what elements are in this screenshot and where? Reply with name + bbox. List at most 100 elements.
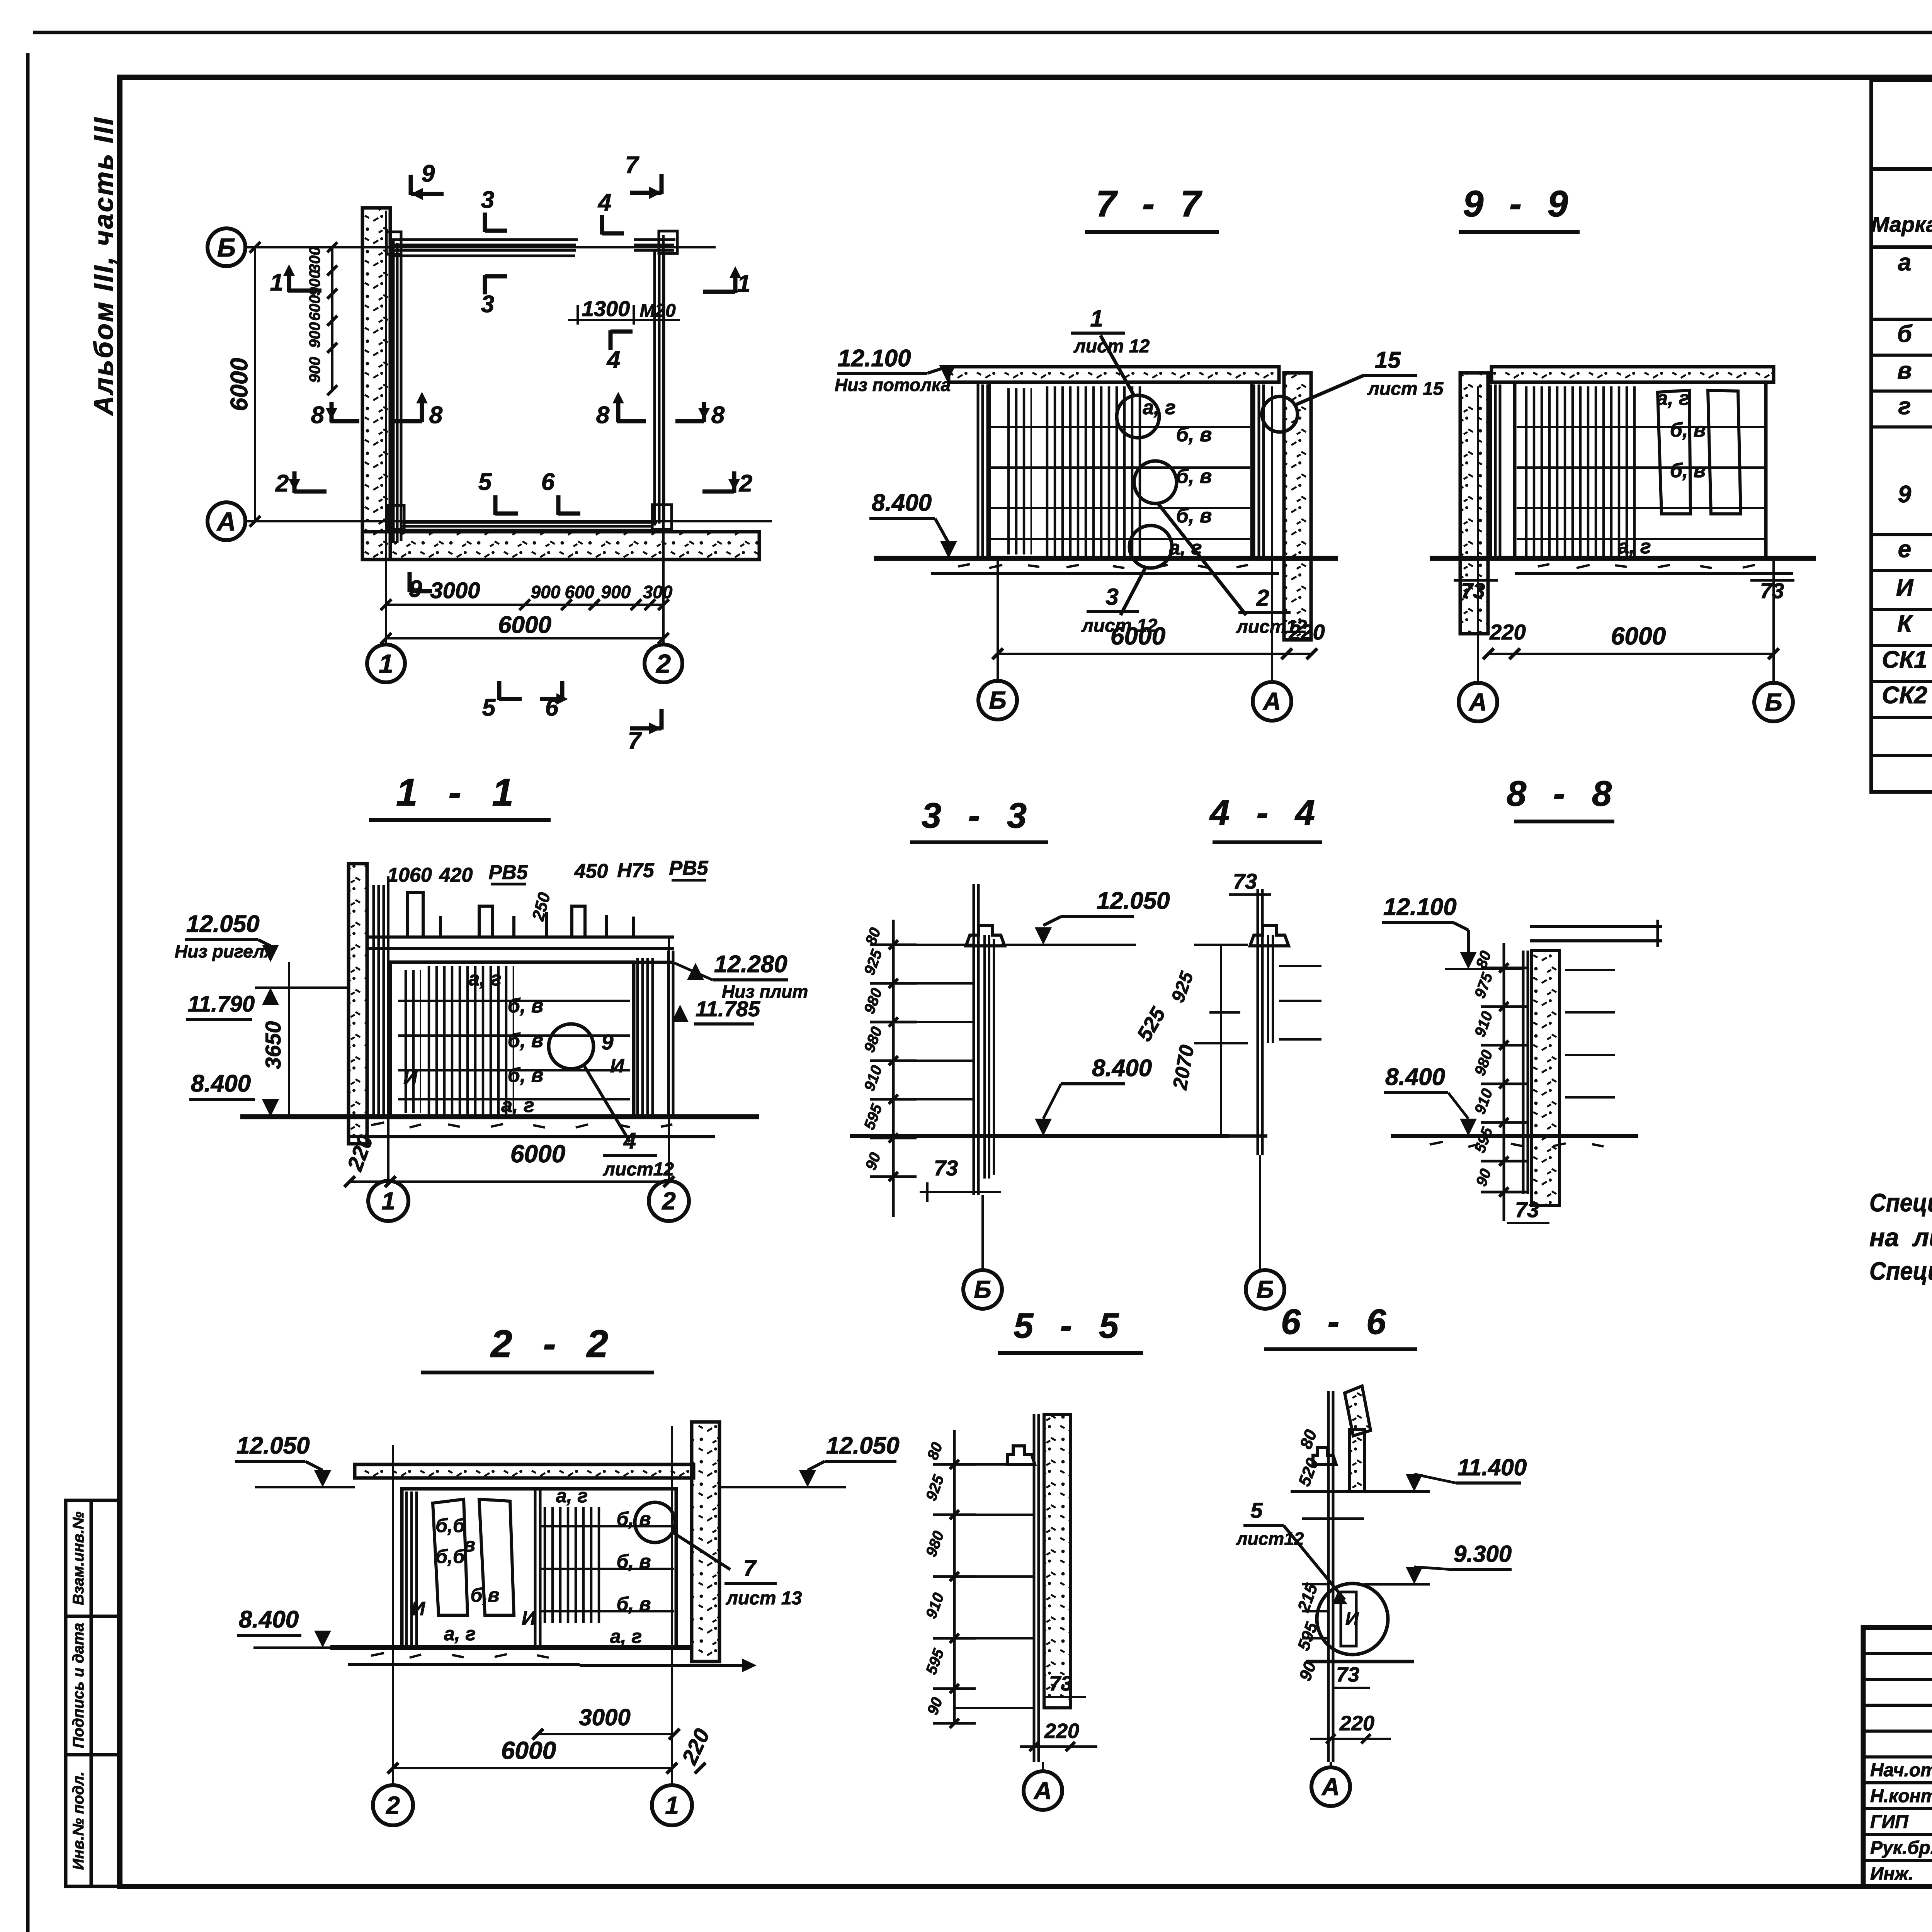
svg-text:а, г: а, г (468, 968, 502, 990)
svg-text:Альбом III, часть III: Альбом III, часть III (88, 116, 119, 417)
svg-text:980: 980 (861, 1025, 886, 1055)
svg-text:600: 600 (306, 295, 323, 321)
svg-text:7: 7 (628, 728, 642, 754)
svg-text:7: 7 (625, 152, 639, 179)
svg-text:2: 2 (655, 649, 671, 679)
svg-text:б, в: б, в (1176, 505, 1212, 527)
svg-text:Б: Б (1256, 1276, 1274, 1303)
svg-text:9 - 9: 9 - 9 (1463, 183, 1576, 224)
svg-text:а, г: а, г (1143, 396, 1176, 419)
svg-text:И: И (522, 1607, 536, 1629)
svg-text:6000: 6000 (1111, 622, 1165, 650)
svg-text:925: 925 (923, 1473, 947, 1503)
svg-text:Низ потолка: Низ потолка (835, 375, 951, 395)
svg-text:а, г: а, г (501, 1094, 534, 1117)
svg-text:а, г: а, г (1656, 387, 1690, 410)
svg-text:220: 220 (1489, 620, 1526, 644)
svg-text:900: 900 (306, 357, 323, 383)
svg-text:2: 2 (386, 1791, 400, 1819)
svg-text:И: И (1896, 575, 1914, 601)
svg-text:7: 7 (743, 1556, 757, 1581)
svg-text:6000: 6000 (1611, 622, 1666, 650)
svg-text:8.400: 8.400 (1092, 1055, 1152, 1082)
svg-text:А: А (1033, 1777, 1052, 1804)
svg-text:на листе 19;: на листе 19; (1869, 1223, 1932, 1252)
svg-text:73: 73 (1336, 1663, 1359, 1686)
svg-text:лист 12: лист 12 (1081, 616, 1158, 636)
svg-text:900: 900 (601, 582, 631, 602)
svg-text:6000: 6000 (226, 358, 253, 411)
svg-text:РВ5: РВ5 (669, 857, 708, 879)
svg-text:9: 9 (1898, 481, 1912, 508)
svg-text:2: 2 (1256, 585, 1269, 611)
svg-text:595: 595 (923, 1646, 947, 1677)
svg-text:Спецификация к схемам распо: Спецификация к схемам расположения двере… (1869, 1188, 1932, 1217)
svg-text:в: в (464, 1534, 475, 1556)
svg-text:4: 4 (623, 1128, 636, 1153)
svg-text:1300: 1300 (582, 296, 630, 321)
svg-text:3650: 3650 (261, 1021, 285, 1070)
svg-text:250: 250 (529, 890, 554, 923)
svg-text:А: А (1262, 687, 1281, 715)
svg-text:1: 1 (381, 1187, 395, 1215)
svg-text:8: 8 (596, 402, 610, 429)
svg-text:300: 300 (306, 247, 323, 273)
svg-text:910: 910 (1471, 1087, 1496, 1117)
svg-text:4 - 4: 4 - 4 (1209, 793, 1323, 833)
svg-text:8.400: 8.400 (872, 490, 932, 516)
svg-text:И: И (610, 1055, 624, 1077)
svg-text:5 - 5: 5 - 5 (1014, 1306, 1127, 1345)
svg-text:И: И (403, 1066, 418, 1088)
svg-text:а, г: а, г (610, 1626, 642, 1647)
svg-text:11.785: 11.785 (696, 997, 760, 1021)
svg-text:б: б (1897, 321, 1913, 347)
svg-text:73: 73 (1461, 578, 1485, 603)
svg-text:12.280: 12.280 (714, 951, 787, 978)
svg-text:е: е (1898, 536, 1911, 563)
svg-text:3: 3 (481, 187, 494, 213)
svg-text:910: 910 (923, 1591, 947, 1621)
svg-text:9: 9 (422, 160, 435, 187)
svg-text:73: 73 (1233, 869, 1257, 893)
svg-text:а, г: а, г (556, 1485, 588, 1507)
svg-text:Инж.: Инж. (1870, 1864, 1913, 1884)
svg-text:925: 925 (861, 947, 886, 977)
svg-text:лист12: лист12 (603, 1159, 674, 1180)
svg-text:6000: 6000 (501, 1736, 556, 1764)
svg-text:12.050: 12.050 (236, 1432, 310, 1459)
svg-text:б, в: б, в (508, 1029, 544, 1052)
svg-text:90: 90 (1473, 1167, 1495, 1189)
svg-text:РВ5: РВ5 (488, 861, 528, 884)
svg-text:а, г: а, г (1169, 537, 1202, 559)
svg-text:73: 73 (1760, 578, 1784, 603)
svg-text:12.100: 12.100 (838, 345, 911, 372)
svg-text:90: 90 (924, 1695, 946, 1717)
svg-text:220: 220 (1288, 620, 1325, 644)
svg-text:420: 420 (439, 864, 473, 886)
svg-text:5: 5 (482, 694, 496, 721)
svg-text:б, в: б, в (1176, 465, 1212, 488)
svg-text:8: 8 (311, 402, 325, 429)
svg-text:980: 980 (861, 986, 886, 1016)
svg-text:12.050: 12.050 (826, 1432, 900, 1459)
svg-text:а: а (1898, 249, 1911, 276)
svg-text:9.300: 9.300 (1454, 1541, 1512, 1567)
svg-text:4: 4 (597, 189, 611, 216)
svg-text:975: 975 (1471, 970, 1496, 1000)
svg-text:6000: 6000 (510, 1140, 565, 1168)
svg-text:980: 980 (1471, 1048, 1496, 1078)
svg-text:300: 300 (643, 582, 673, 602)
svg-text:8: 8 (429, 402, 443, 429)
svg-text:Низ плит: Низ плит (722, 981, 808, 1002)
svg-text:2 - 2: 2 - 2 (490, 1322, 618, 1366)
svg-text:в: в (1897, 357, 1912, 384)
svg-text:8 - 8: 8 - 8 (1507, 774, 1620, 813)
svg-text:СК1: СК1 (1882, 646, 1927, 673)
svg-text:6000: 6000 (498, 612, 551, 638)
svg-text:910: 910 (861, 1063, 886, 1094)
svg-text:600: 600 (565, 582, 595, 602)
svg-text:8.400: 8.400 (239, 1606, 299, 1633)
svg-text:А: А (1321, 1773, 1340, 1801)
svg-text:595: 595 (861, 1102, 886, 1132)
svg-text:СК2: СК2 (1882, 682, 1927, 709)
